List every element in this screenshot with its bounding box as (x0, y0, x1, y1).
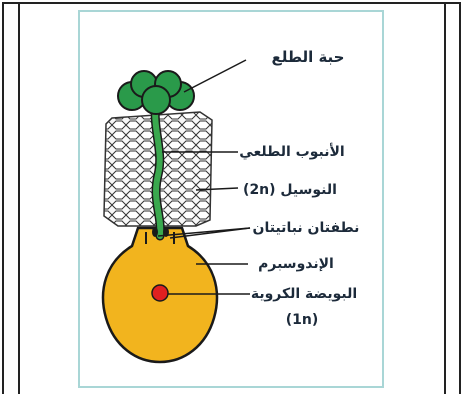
egg-cell (152, 285, 168, 301)
label-egg-cell: البويضة الكروية (251, 286, 357, 302)
sperm-nucleus-1 (152, 227, 158, 237)
label-nucellus: النوسيل (2n) (243, 182, 337, 198)
label-pollen-tube: الأنبوب الطلعي (239, 143, 344, 160)
label-sperm-nuclei: نطفتان نباتيتان (253, 220, 360, 236)
label-pollen-grain: حبة الطلع (271, 48, 344, 66)
label-egg-ploidy: (1n) (286, 312, 319, 328)
pollen-grain (118, 71, 194, 114)
label-endosperm: الإندوسبرم (258, 256, 334, 272)
